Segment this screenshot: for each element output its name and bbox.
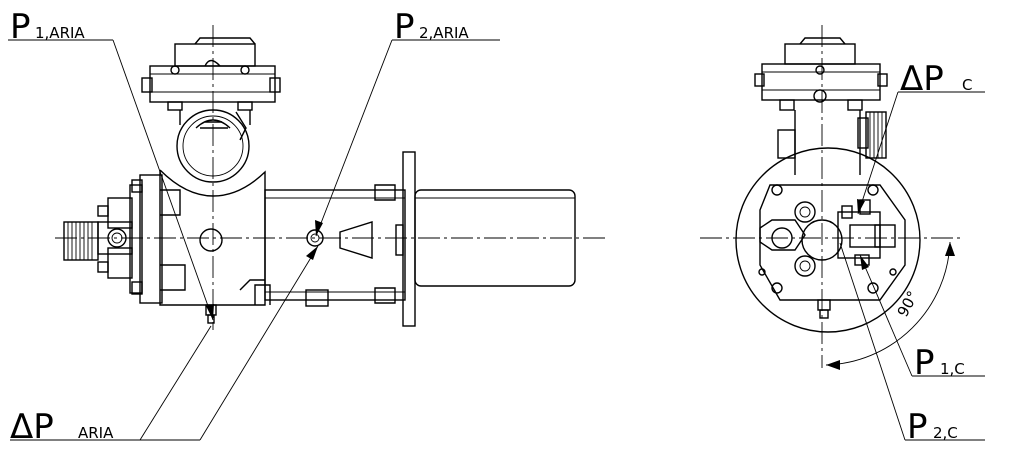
label-dp-c-sub: C bbox=[962, 76, 972, 94]
label-dp-aria: ΔP ARIA bbox=[10, 407, 114, 447]
label-p1-c-sub: 1,C bbox=[940, 360, 965, 378]
label-p2-aria: P 2,ARIA bbox=[394, 7, 469, 47]
label-p1-aria: P 1,ARIA bbox=[10, 7, 85, 47]
label-p1-c-main: P bbox=[914, 343, 935, 383]
label-p2-c-main: P bbox=[907, 407, 928, 447]
leader-lines bbox=[8, 39, 985, 441]
side-view-burner bbox=[55, 25, 605, 330]
label-dp-c-main: ΔP bbox=[900, 59, 944, 99]
label-dp-aria-sub: ARIA bbox=[78, 424, 114, 442]
label-p2-c: P 2,C bbox=[907, 407, 958, 447]
label-p1-c: P 1,C bbox=[914, 343, 965, 383]
label-p1-aria-main: P bbox=[10, 7, 31, 47]
label-p2-c-sub: 2,C bbox=[933, 424, 958, 442]
label-dp-c: ΔP C bbox=[900, 59, 972, 99]
label-dp-aria-main: ΔP bbox=[10, 407, 54, 447]
label-p1-aria-sub: 1,ARIA bbox=[35, 24, 85, 42]
angle-label: 90° bbox=[894, 288, 922, 320]
front-view-burner bbox=[700, 25, 960, 370]
label-p2-aria-main: P bbox=[394, 7, 415, 47]
label-p2-aria-sub: 2,ARIA bbox=[419, 24, 469, 42]
